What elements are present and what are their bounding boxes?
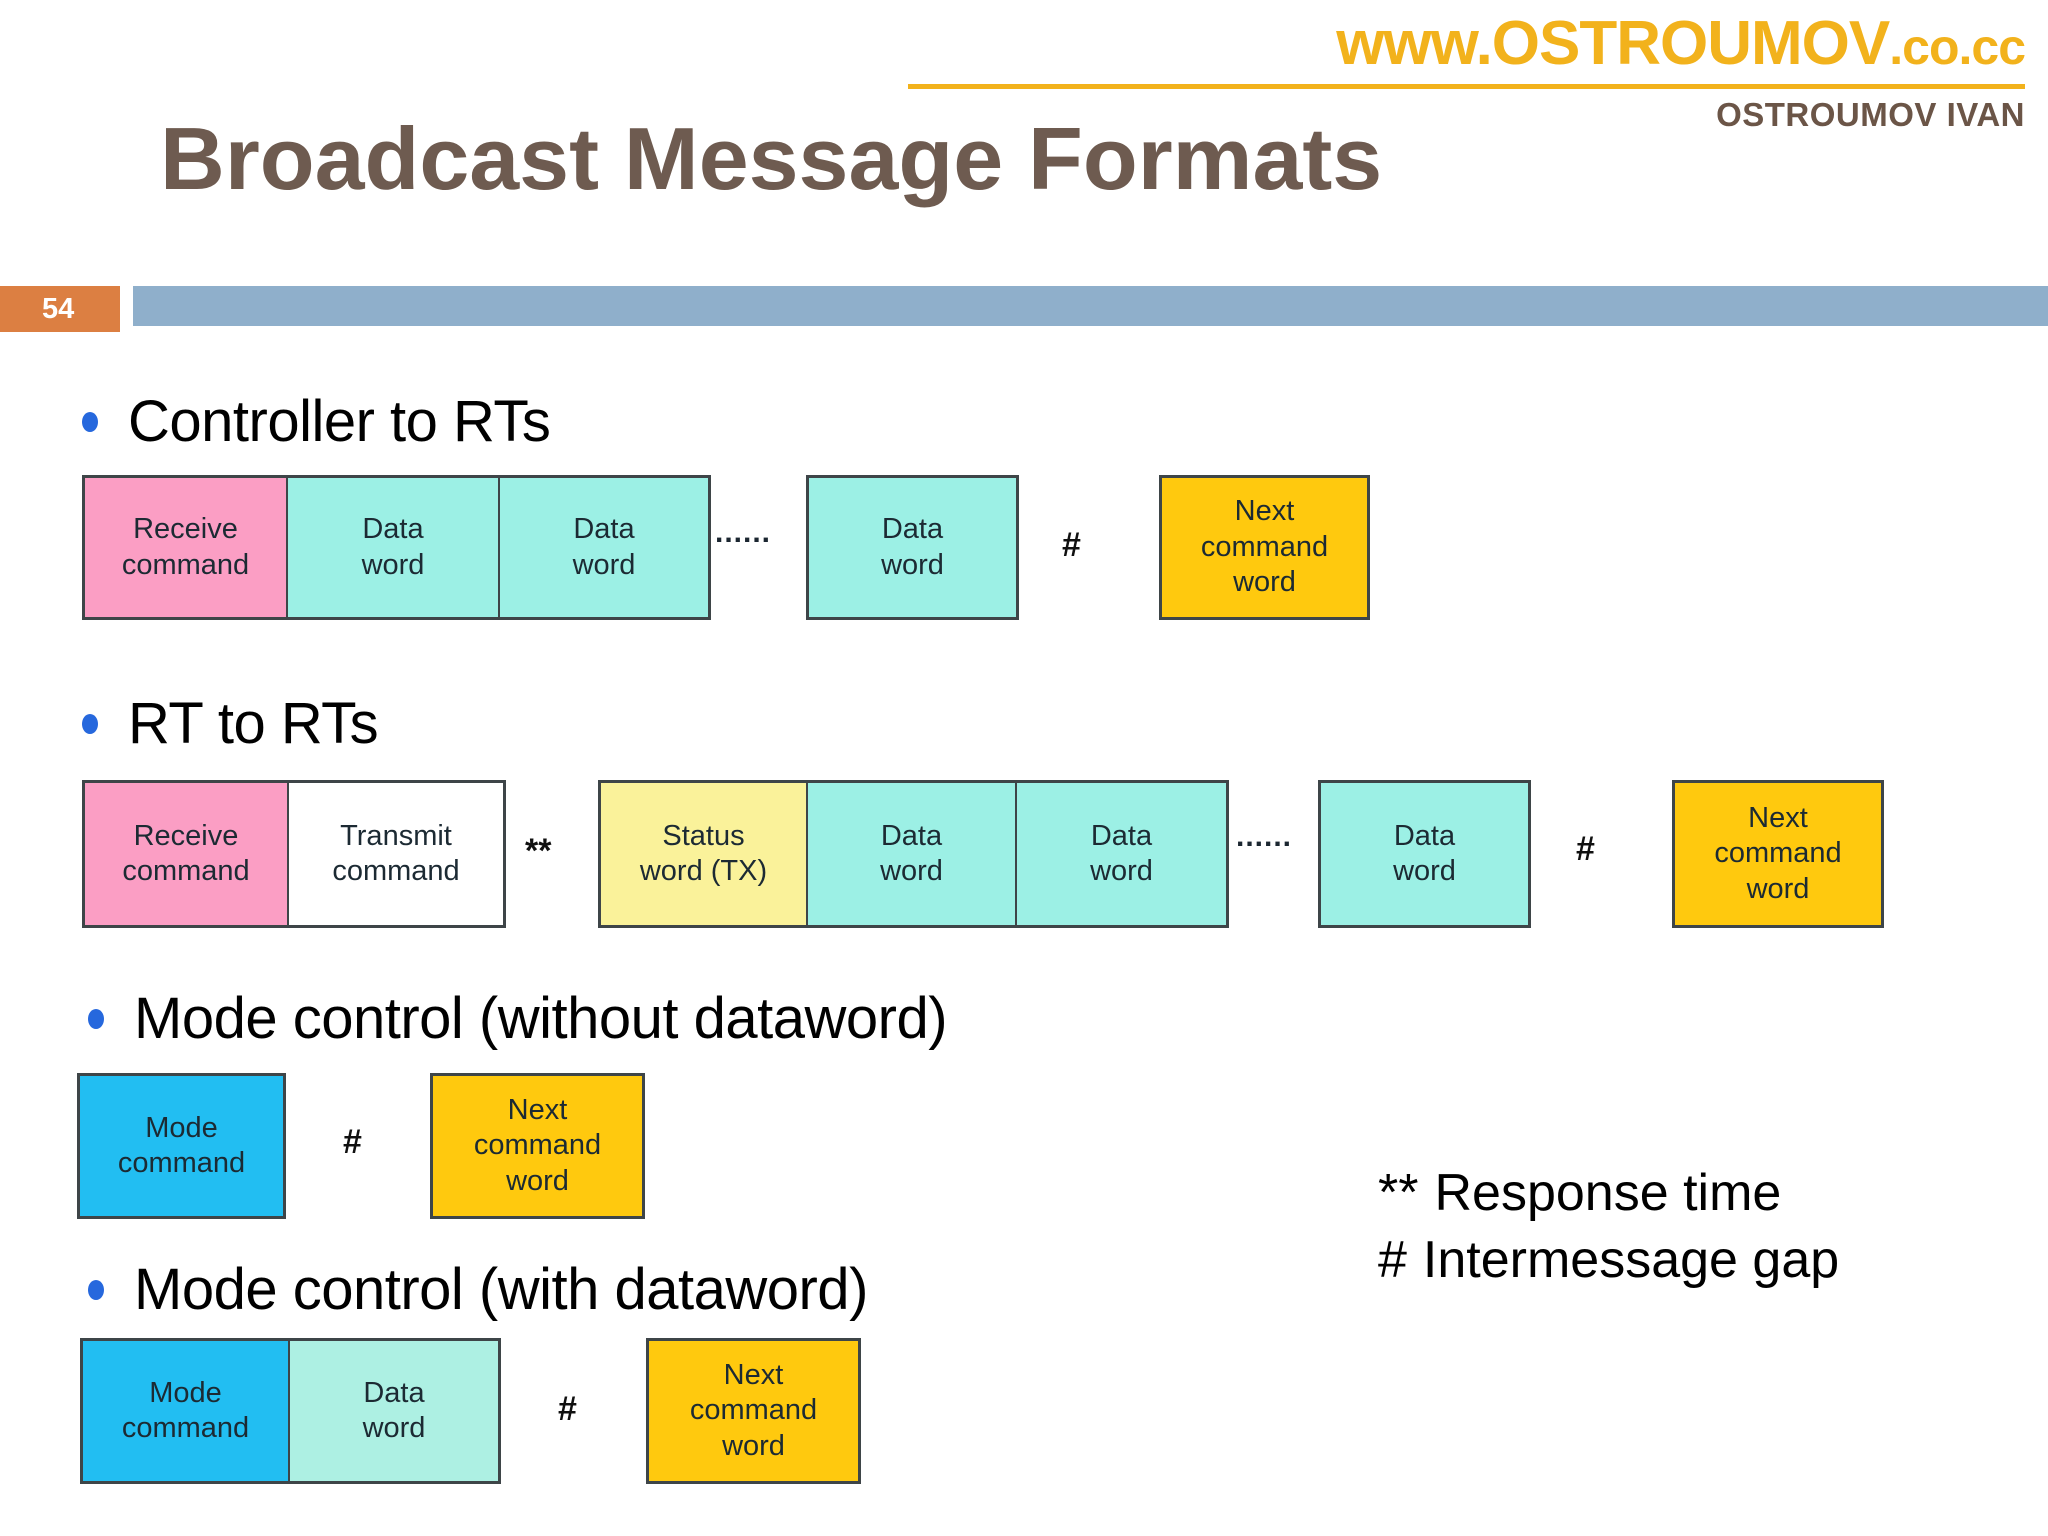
block-data-word: Data word [1016,780,1229,928]
section-heading-label: Mode control (with dataword) [134,1257,868,1322]
block-status-word-tx: Status word (TX) [598,780,807,928]
section-heading-rt-to-rts: RT to RTs [82,690,379,757]
intermessage-gap-marker: # [343,1123,362,1161]
intermessage-gap-marker: # [558,1390,577,1428]
ellipsis-continuation: ...... [715,516,772,549]
block-line-1: Next [1234,495,1295,528]
block-next-command-word: Next command word [1159,475,1370,620]
block-line-3: word [506,1164,569,1197]
block-line-3: word [1233,566,1296,599]
block-line-1: Status [662,819,745,852]
block-line-2: word (TX) [639,855,768,887]
block-line-2: command [473,1129,602,1162]
block-mode-command: Mode command [80,1338,289,1484]
intermessage-gap-marker: # [1576,830,1595,868]
section-heading-label: Mode control (without dataword) [134,986,948,1051]
block-line-1: Receive [133,819,239,852]
bullet-dot-icon [88,1008,104,1029]
header-divider-bar [133,286,2048,326]
block-line-3: word [1746,872,1810,905]
block-next-command-word: Next command word [1672,780,1884,928]
block-line-2: word [1090,855,1153,887]
block-line-2: command [122,855,250,887]
block-line-1: Data [573,513,635,546]
block-line-1: Data [1393,819,1456,852]
block-transmit-command: Transmit command [288,780,506,928]
block-line-1: Data [881,513,944,546]
block-line-2: command [1714,837,1842,870]
block-next-command-word: Next command word [646,1338,861,1484]
block-line-3: word [722,1429,785,1462]
legend-response-symbol: ** [1378,1164,1419,1222]
block-line-2: word [361,548,425,581]
block-receive-command: Receive command [82,475,287,620]
bullet-dot-icon [82,411,98,432]
section-heading-mode-control-without-dataword: Mode control (without dataword) [88,985,948,1052]
block-next-command-word: Next command word [430,1073,645,1219]
block-line-2: word [362,1412,426,1444]
block-line-1: Next [1748,801,1808,834]
page-title: Broadcast Message Formats [160,109,1383,208]
block-data-word: Data word [1318,780,1531,928]
section-heading-mode-control-with-dataword: Mode control (with dataword) [88,1256,868,1323]
block-line-2: command [121,548,250,581]
site-url-tld: .co.cc [1889,19,2026,75]
site-url-underline [908,84,2025,89]
block-line-1: Mode [149,1376,222,1409]
block-line-1: Transmit [340,819,452,852]
legend-gap-symbol: # [1378,1230,1407,1289]
block-line-1: Data [362,513,424,546]
site-url-main: www.OSTROUMOV [1336,9,1890,78]
block-line-2: word [880,855,943,887]
page-number-badge: 54 [0,286,120,332]
block-line-1: Data [880,819,943,852]
section-heading-controller-to-rts: Controller to RTs [82,388,551,455]
legend-response-time: ** Response time [1378,1160,1839,1227]
bullet-dot-icon [82,713,98,734]
block-line-2: word [1393,855,1456,887]
block-line-1: Receive [133,513,238,546]
block-data-word: Data word [287,475,499,620]
block-data-word: Data word [806,475,1019,620]
block-line-2: word [572,548,636,581]
block-receive-command: Receive command [82,780,288,928]
block-line-2: command [121,1412,250,1444]
legend: ** Response time # Intermessage gap [1378,1160,1839,1293]
ellipsis-continuation: ...... [1236,820,1293,853]
block-mode-command: Mode command [77,1073,286,1219]
response-time-marker: ** [525,832,552,870]
author-name: OSTROUMOV IVAN [1716,96,2025,133]
block-line-1: Data [363,1376,425,1409]
block-line-2: command [332,855,460,887]
intermessage-gap-marker: # [1062,526,1081,564]
legend-intermessage-gap: # Intermessage gap [1378,1227,1839,1294]
block-data-word: Data word [499,475,711,620]
block-line-1: Data [1090,819,1153,852]
block-line-2: command [117,1147,246,1179]
block-line-2: command [1200,530,1329,563]
block-line-1: Next [723,1358,784,1391]
block-line-1: Next [507,1093,568,1126]
block-data-word: Data word [289,1338,501,1484]
section-heading-label: RT to RTs [128,691,379,756]
legend-response-text: Response time [1434,1164,1782,1222]
section-heading-label: Controller to RTs [128,389,551,454]
block-data-word: Data word [807,780,1016,928]
block-line-2: word [881,548,944,581]
block-line-1: Mode [145,1111,218,1144]
legend-gap-text: Intermessage gap [1422,1230,1840,1289]
bullet-dot-icon [88,1279,104,1300]
block-line-2: command [689,1394,818,1427]
site-url-link[interactable]: www.OSTROUMOV.co.cc [905,8,2026,79]
